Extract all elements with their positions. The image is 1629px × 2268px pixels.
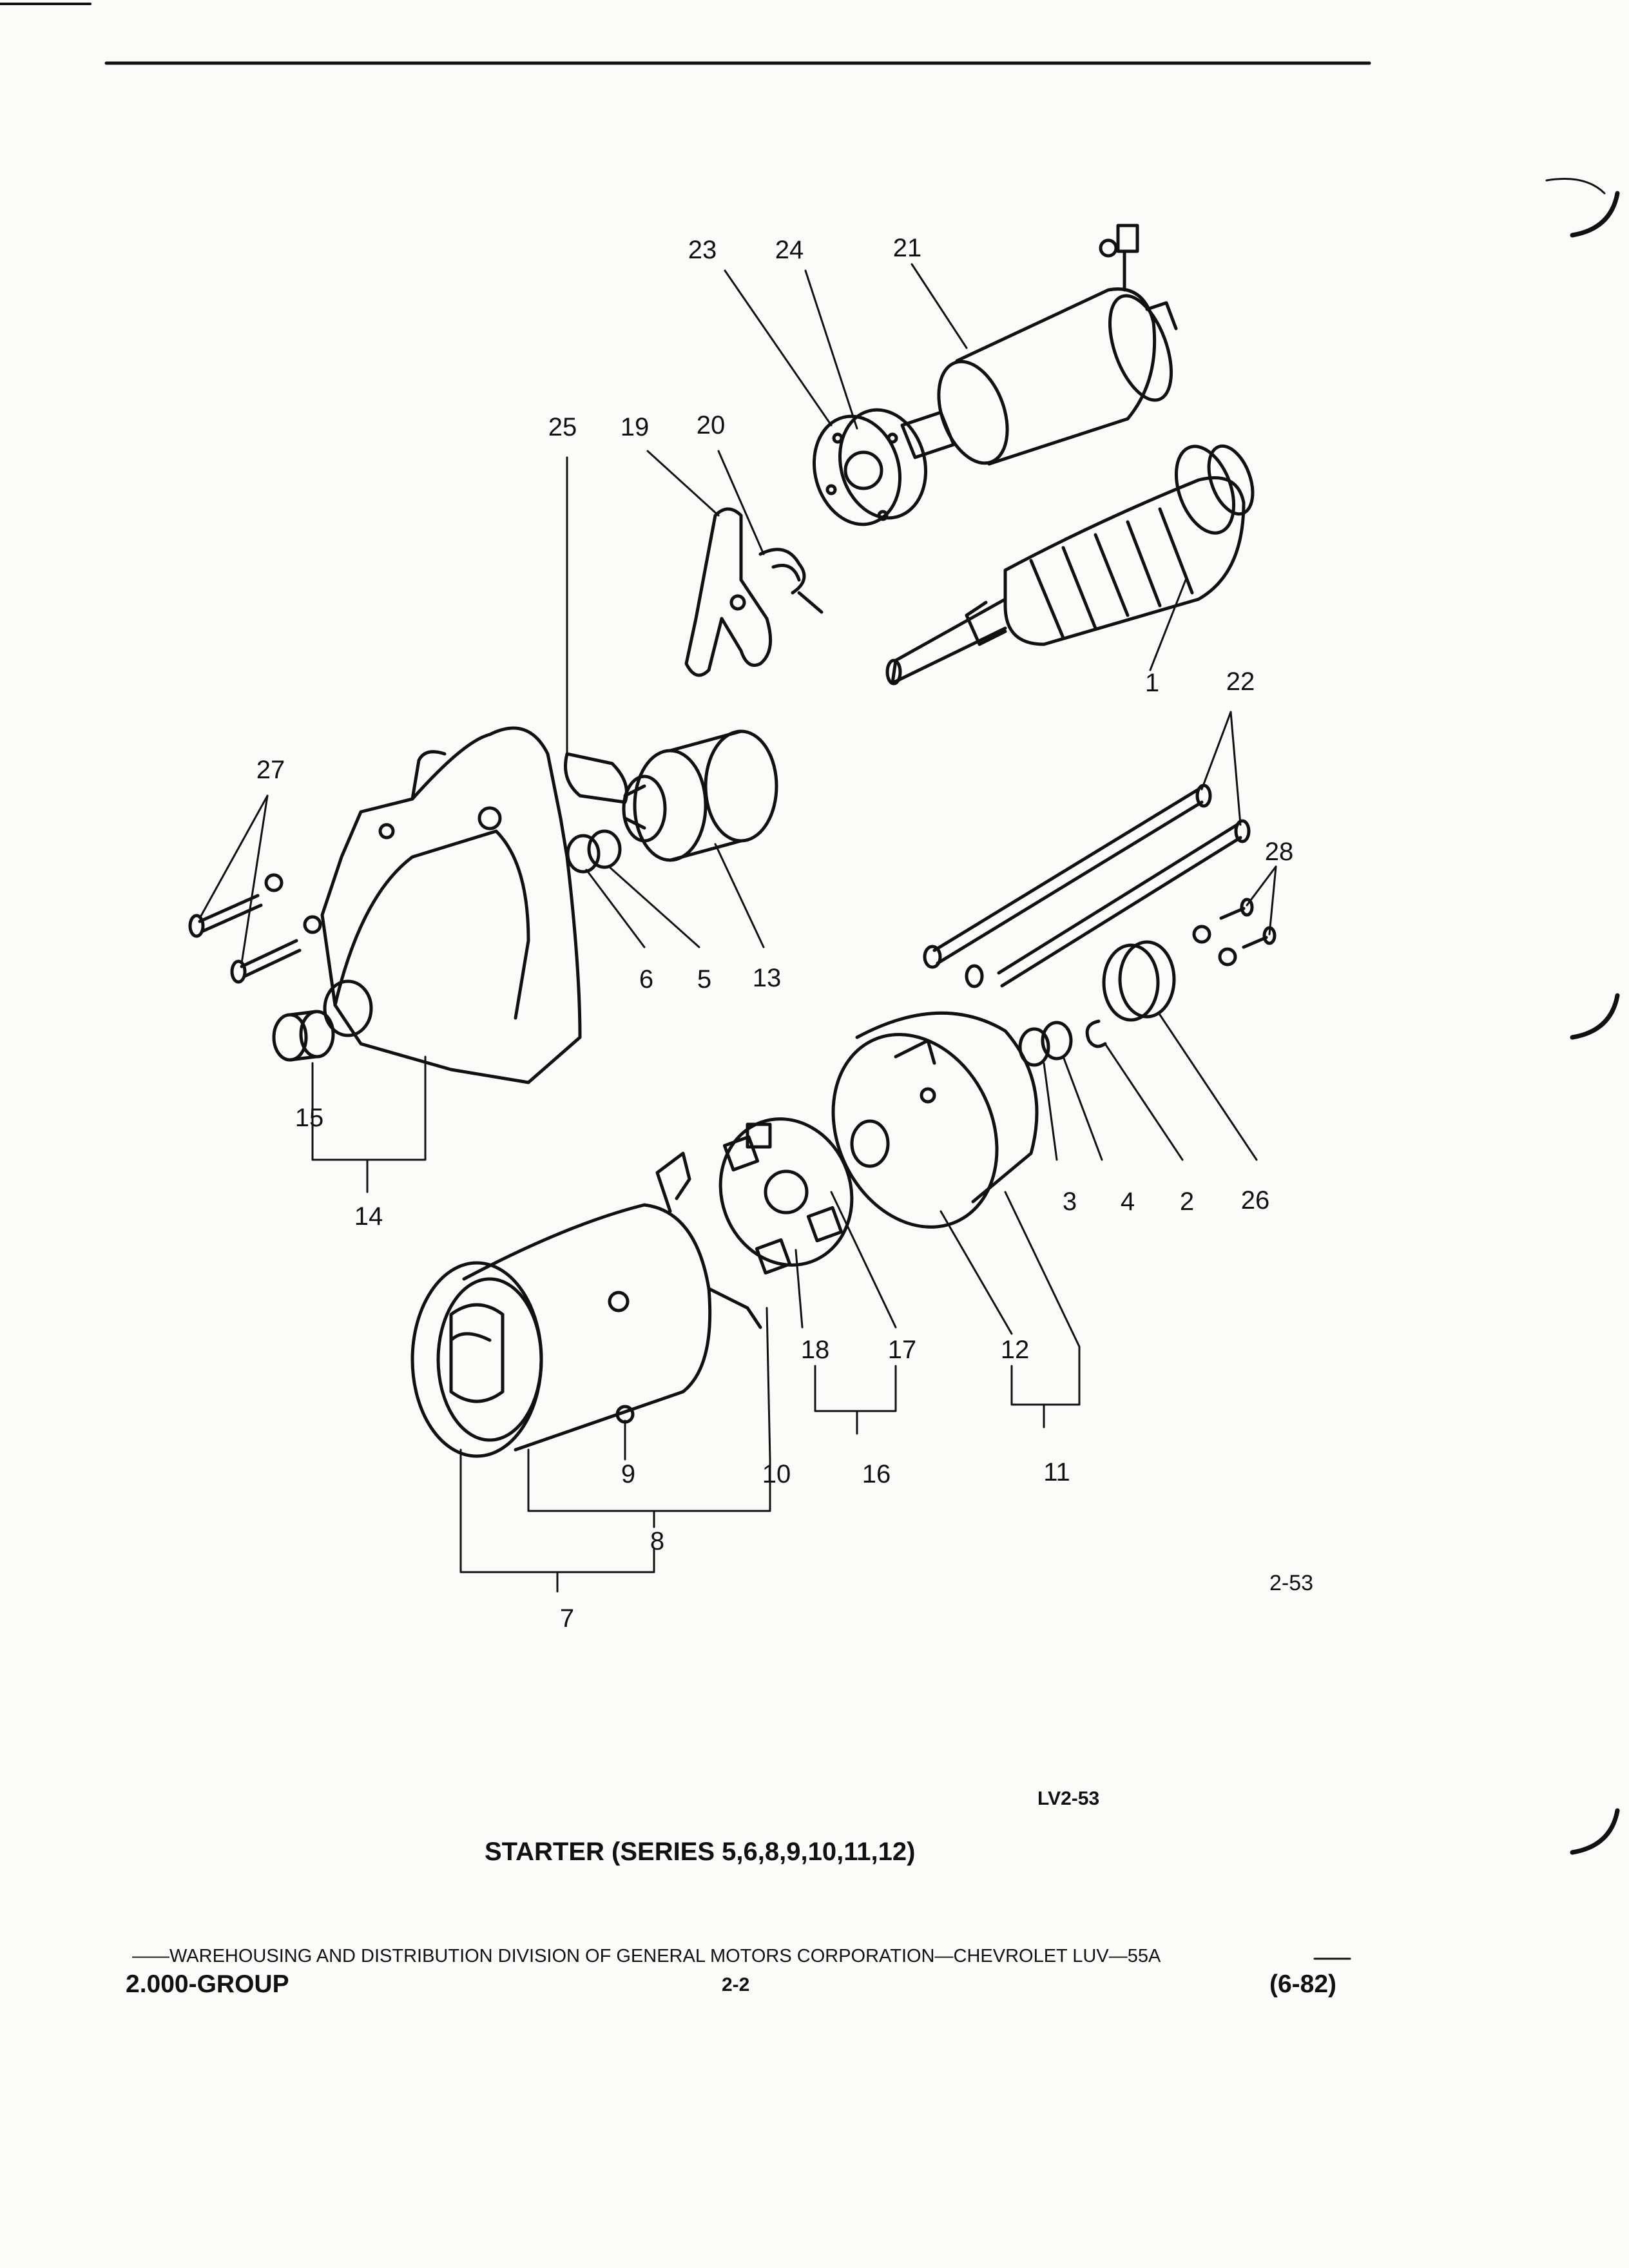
dust-cap-drawing [1102,940,1176,1022]
figure-caption: STARTER (SERIES 5,6,8,9,10,11,12) [485,1838,916,1866]
callout-17: 17 [887,1336,917,1364]
washer-drawing [1041,1021,1073,1061]
stop-ring-drawing [566,834,601,874]
thrust-washer-drawing [587,829,622,869]
e-ring-drawing [1085,1019,1107,1048]
callout-19: 19 [620,413,650,441]
callout-15: 15 [294,1104,324,1132]
drive-end-housing-drawing [320,726,582,1084]
callout-18: 18 [800,1336,830,1364]
solenoid-plate-drawing [812,408,928,526]
callout-3: 3 [1062,1187,1077,1216]
armature-drawing [885,444,1255,686]
callout-8: 8 [650,1527,665,1555]
bushing-drawing [272,1010,335,1062]
callout-16: 16 [862,1460,891,1488]
callout-22: 22 [1226,668,1255,696]
footer-page-number: 2-2 [722,1974,750,1995]
callout-1: 1 [1144,669,1160,697]
solenoid-drawing [900,224,1178,466]
housing-bolts-drawing [188,873,322,984]
binding-mark [1570,1808,1620,1855]
callout-10: 10 [762,1460,791,1488]
figure-number: 2-53 [1269,1571,1314,1595]
callout-11: 11 [1043,1458,1070,1486]
through-bolts-drawing [923,783,1251,988]
callout-6: 6 [639,965,654,994]
callout-13: 13 [752,964,782,992]
binding-mark [1545,178,1606,195]
callout-20: 20 [696,411,726,439]
commutator-end-frame-drawing [831,1011,1039,1229]
callout-7: 7 [559,1604,575,1633]
brush-holder-drawing [718,1117,854,1275]
leader-lines [198,263,1277,1593]
binding-mark [1570,191,1620,238]
pinion-drive-drawing [622,729,778,862]
field-frame-drawing [410,1151,762,1458]
pinion-stop-drawing [564,752,628,804]
callout-26: 26 [1240,1186,1270,1215]
callout-28: 28 [1264,838,1294,866]
callout-12: 12 [1000,1336,1030,1364]
callout-25: 25 [548,413,577,441]
callout-27: 27 [256,756,285,784]
binding-mark [1570,993,1620,1040]
callout-4: 4 [1120,1187,1135,1216]
callout-2: 2 [1179,1187,1195,1216]
callout-24: 24 [775,236,804,264]
end-frame-screws-drawing [1192,898,1277,966]
figure-code: LV2-53 [1037,1788,1100,1809]
washer-drawing [1018,1027,1050,1067]
footer-group: 2.000-GROUP [126,1970,289,1998]
shift-lever-drawing [684,507,824,677]
callout-9: 9 [621,1460,636,1488]
callout-5: 5 [697,965,712,994]
footer-division-line: ——WAREHOUSING AND DISTRIBUTION DIVISION … [132,1946,1161,1966]
callout-14: 14 [354,1202,383,1231]
footer-date-code: (6-82) [1269,1970,1337,1998]
callout-21: 21 [892,234,922,262]
callout-23: 23 [688,236,717,264]
